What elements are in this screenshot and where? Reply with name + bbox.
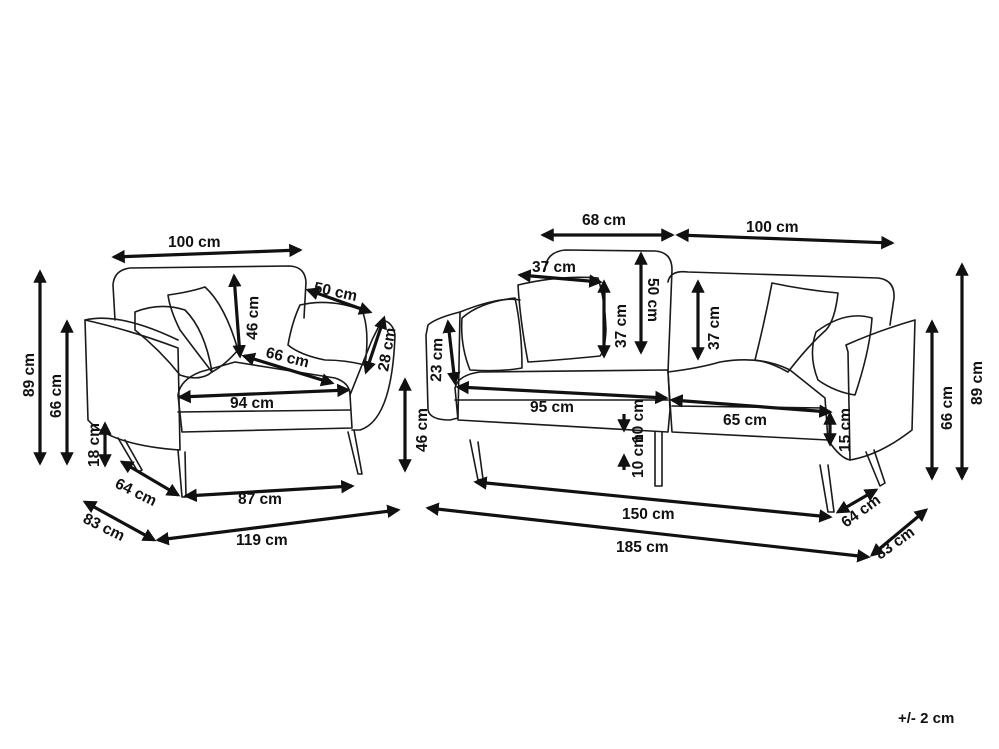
armchair-seat-height-label: 46 cm (414, 408, 431, 452)
sofa-cushion-width-label: 37 cm (532, 259, 576, 276)
sofa-inner-width-label: 150 cm (622, 506, 675, 523)
armchair-arm-height-label: 66 cm (48, 374, 65, 418)
armchair-labels: 100 cm 50 cm 46 cm 66 cm 28 cm 94 cm 89 … (21, 234, 431, 549)
armchair-seat-width-label: 94 cm (230, 395, 274, 412)
sofa-right-seat-thickness-label: 15 cm (837, 408, 854, 452)
sofa-arm-inner-height-label: 23 cm (428, 338, 447, 383)
armchair-inner-width-label: 87 cm (238, 491, 282, 508)
tolerance-note: +/- 2 cm (898, 710, 954, 727)
sofa-arm-height-label: 66 cm (939, 386, 956, 430)
sofa-backrest-height-label: 50 cm (644, 278, 661, 322)
sofa-leg-height-label: 10 cm (630, 434, 647, 478)
armchair-backrest-height-label: 46 cm (244, 296, 263, 341)
sofa-drawing (425, 249, 916, 513)
sofa-labels: 68 cm 100 cm 37 cm 50 cm 37 cm 37 cm 23 … (428, 212, 986, 563)
sofa-seat-thickness-label: 10 cm (630, 399, 647, 443)
sofa-right-seat-width-label: 65 cm (723, 412, 767, 429)
armchair-depth-label: 83 cm (80, 510, 127, 545)
sofa-left-seat-width-label: 95 cm (530, 399, 574, 416)
armchair-width-top-label: 100 cm (168, 234, 221, 251)
sofa-dimensions (425, 228, 969, 563)
armchair-total-width-label: 119 cm (236, 532, 288, 549)
sofa-depth-label: 83 cm (872, 524, 918, 564)
sofa-total-height-label: 89 cm (969, 361, 986, 405)
sofa-total-width-label: 185 cm (616, 539, 669, 556)
sofa-back-left-width-label: 68 cm (582, 212, 626, 229)
sofa-back-right-width-label: 100 cm (746, 219, 799, 236)
armchair-total-height-label: 89 cm (21, 353, 38, 397)
armchair-dimensions (33, 243, 412, 546)
armchair-leg-height-label: 18 cm (86, 423, 103, 467)
sofa-right-back-height-label: 37 cm (706, 306, 723, 350)
sofa-cushion-height-label: 37 cm (613, 304, 630, 348)
